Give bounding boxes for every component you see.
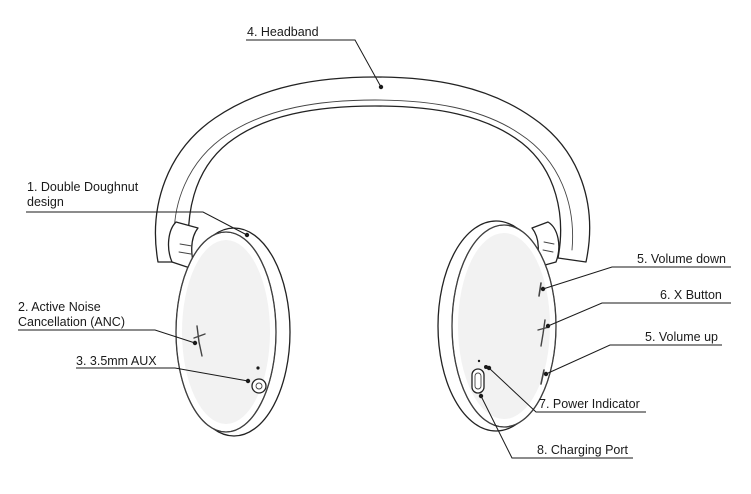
anc-button-icon [193,325,206,357]
leader-double-doughnut [26,211,248,236]
leader-headband [246,39,382,88]
leader-charging-port [480,395,633,459]
right-earcup-face-outline [451,224,557,428]
label-anc: 2. Active Noise Cancellation (ANC) [18,300,125,329]
right-earcup-face-shade [458,233,550,419]
right-hinge-detail [542,241,555,253]
leader-power-indicator [488,367,646,413]
leader-lines [18,39,731,459]
label-volume-up: 5. Volume up [645,330,718,344]
leader-aux [76,367,249,382]
label-volume-down: 5. Volume down [637,252,726,266]
headband-inner-line [173,99,574,251]
charging-port-inner [474,372,482,390]
left-mic-hole [256,366,260,370]
volume-down-button-icon [538,282,542,297]
leader-x-button [547,302,731,327]
label-headband: 4. Headband [247,25,319,39]
right-mic-hole [477,359,481,363]
left-earcup-face-shade [182,240,270,424]
label-power-indicator: 7. Power Indicator [539,397,640,411]
left-earcup-face-outline [175,231,277,433]
headband-outer [154,76,591,263]
leader-volume-up [545,344,722,375]
volume-up-button-icon [540,369,545,385]
label-double-doughnut: 1. Double Doughnut design [27,180,139,209]
label-x-button: 6. X Button [660,288,722,302]
aux-jack-icon [251,378,267,394]
aux-jack-inner [255,382,263,390]
left-hinge-detail [178,243,193,255]
label-charging-port: 8. Charging Port [537,443,629,457]
leader-anc [18,329,196,344]
label-aux: 3. 3.5mm AUX [76,354,157,368]
leader-volume-down [542,266,731,290]
